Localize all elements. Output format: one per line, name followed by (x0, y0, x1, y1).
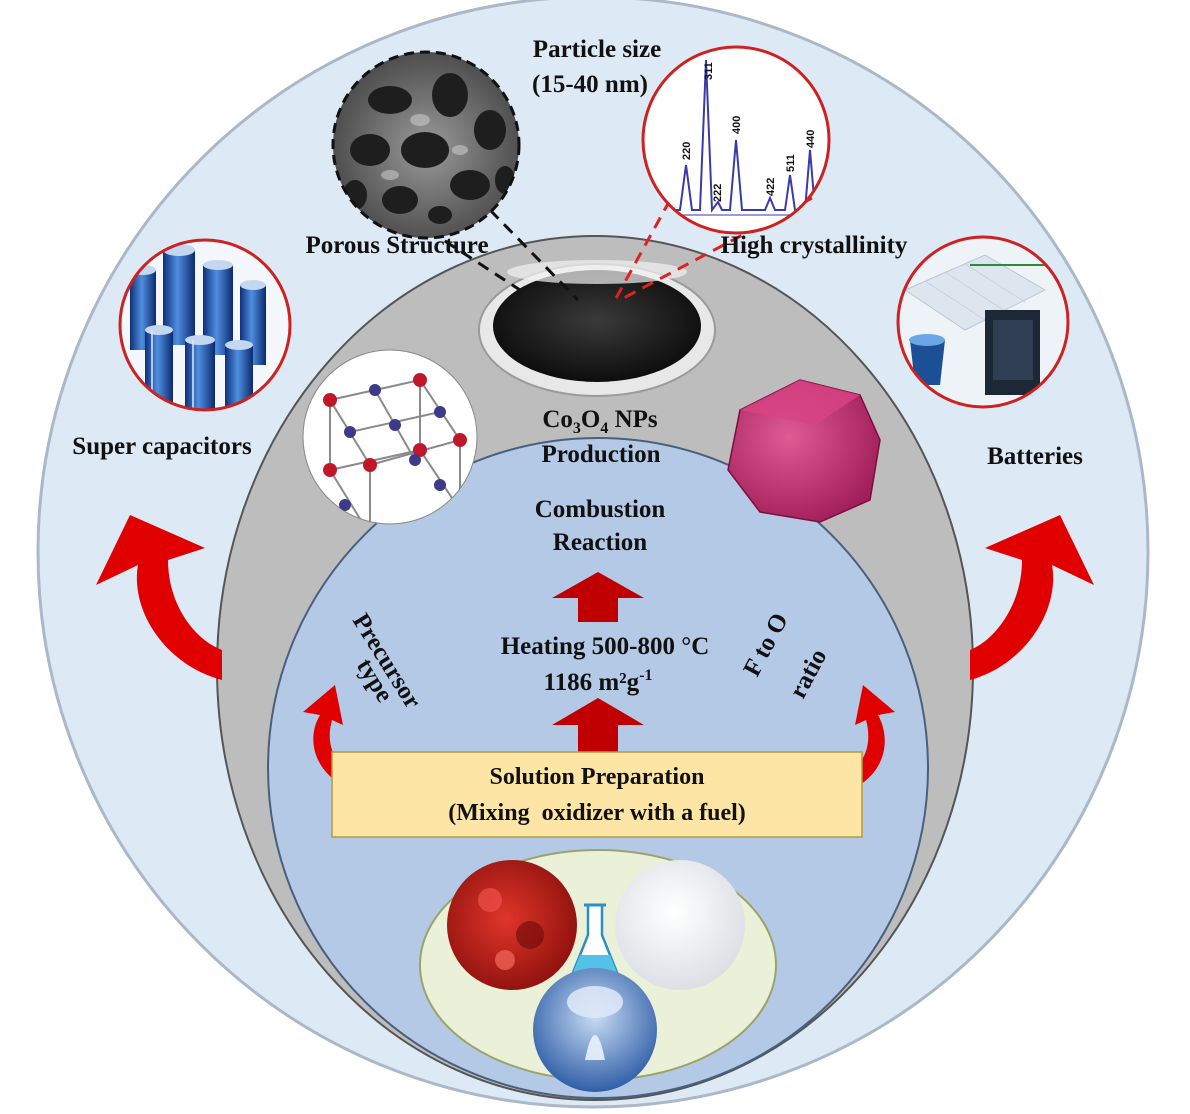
right-application-arrow (970, 515, 1094, 680)
heating-label: Heating 500-800 °C (501, 633, 710, 660)
xrd-connector-2 (619, 196, 813, 302)
peak-511: 511 (785, 154, 797, 172)
high-crystallinity-label: High crystallinity (721, 232, 908, 259)
peak-400: 400 (731, 116, 743, 134)
left-application-arrow (96, 515, 222, 680)
production-subtitle: Production (542, 441, 661, 468)
peak-311: 311 (703, 62, 715, 80)
surface-area-label: 1186 m²g-1 (543, 667, 652, 696)
peak-220: 220 (681, 142, 693, 160)
sem-connector (488, 208, 580, 302)
peak-422: 422 (765, 178, 777, 196)
crystal-lattice-image (302, 349, 478, 525)
solution-preparation-box (331, 751, 863, 838)
peak-440: 440 (805, 130, 817, 148)
sem-connector-2 (427, 228, 521, 292)
peak-222: 222 (712, 184, 724, 202)
combustion-title: Combustion (535, 496, 666, 523)
combustion-subtitle: Reaction (553, 529, 648, 556)
batteries-label: Batteries (987, 443, 1083, 470)
co3o4-powder-dish (478, 260, 716, 397)
nanoparticle-cluster-image (727, 379, 881, 523)
particle-size-label: Particle size (533, 36, 661, 63)
porous-structure-label: Porous Structure (305, 232, 488, 259)
super-capacitors-label: Super capacitors (72, 433, 252, 460)
supercapacitor-image (118, 238, 292, 412)
combustion-arrow (552, 572, 644, 622)
red-powder-image (447, 860, 577, 990)
particle-size-value: (15-40 nm) (532, 71, 648, 98)
water-drop-image (533, 968, 657, 1092)
heating-arrow (552, 698, 644, 755)
xrd-pattern-image: 220 311 222 400 422 511 440 (641, 45, 831, 235)
porous-structure-image (331, 50, 521, 240)
production-title: Co3O4 NPs (542, 406, 658, 437)
solution-subtitle: (Mixing oxidizer with a fuel) (448, 800, 746, 826)
white-powder-image (615, 860, 745, 990)
solution-title: Solution Preparation (490, 764, 705, 790)
battery-image (896, 235, 1070, 409)
